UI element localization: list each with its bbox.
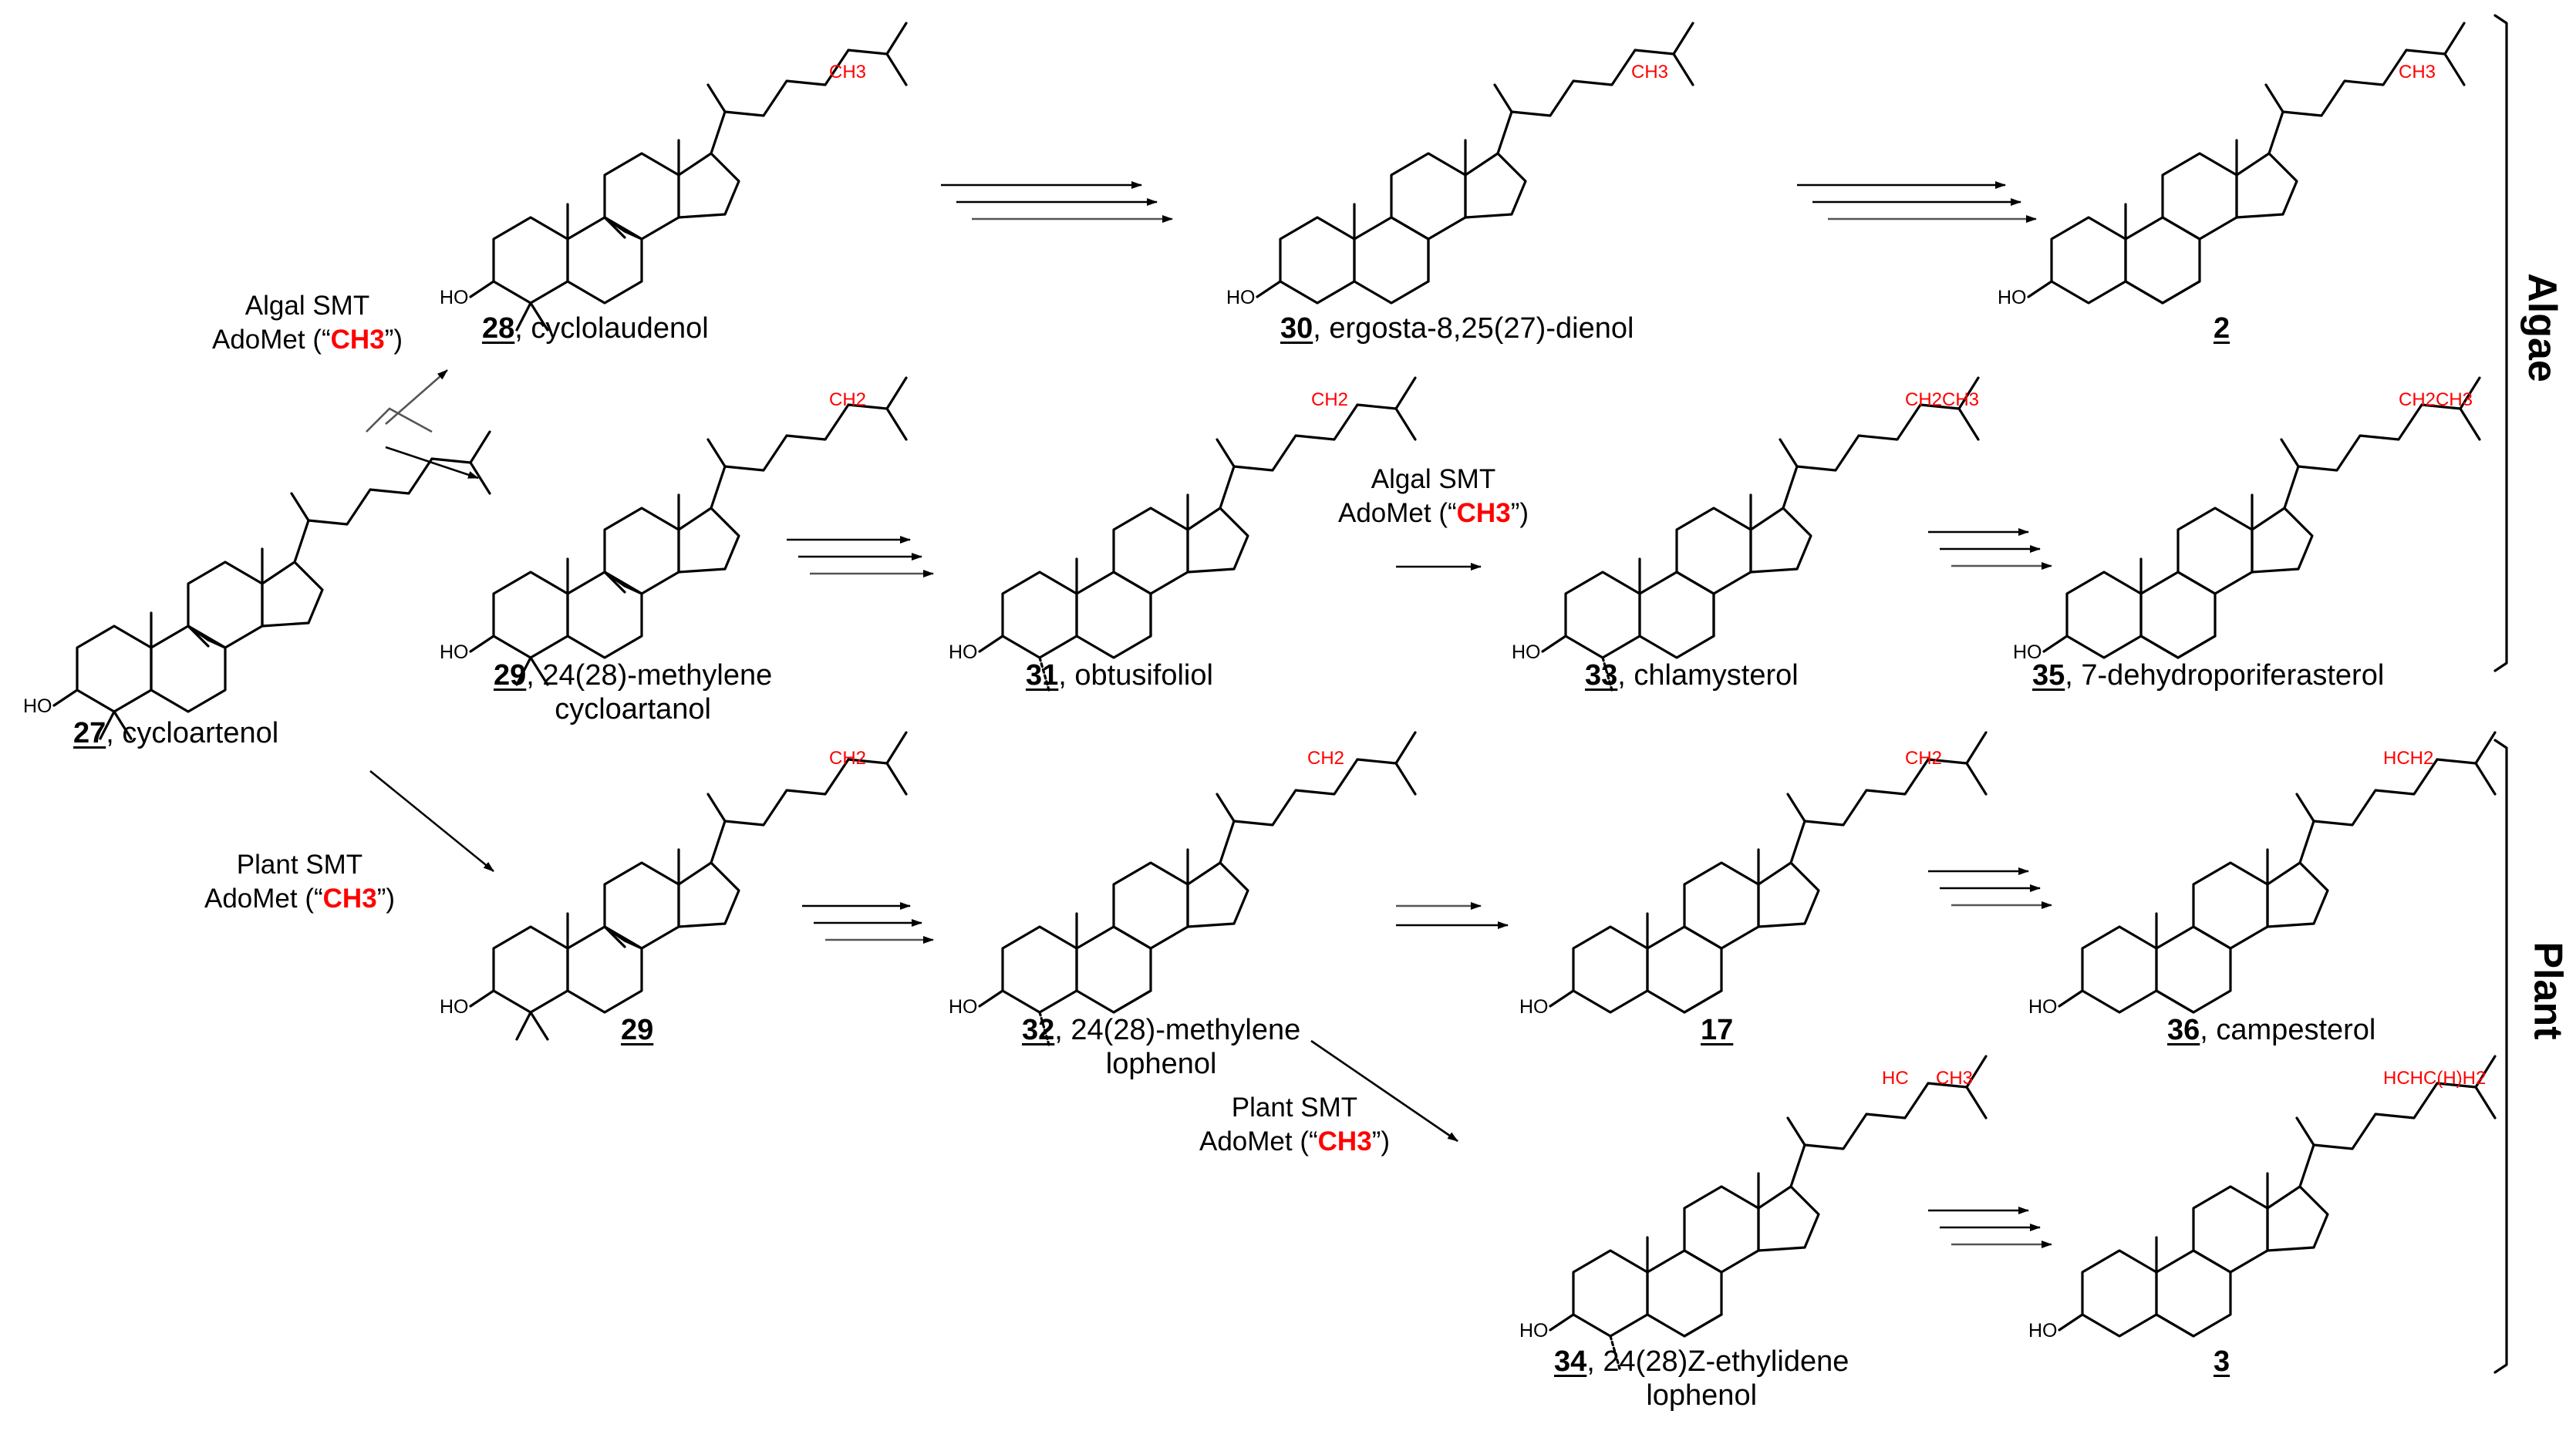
molecule-3 — [2058, 1055, 2497, 1338]
side-group-label: CH3 — [829, 62, 867, 82]
ho-label: HO — [1998, 287, 2027, 308]
section-label-algae: Algae — [2519, 273, 2564, 382]
label-compound-28: 28, cyclolaudenol — [482, 312, 709, 345]
side-group-label: CH2 — [829, 389, 867, 410]
ho-label: HO — [1512, 641, 1541, 663]
arrow-27-to-28 — [385, 369, 448, 425]
molecule-31 — [978, 376, 1417, 692]
molecule-32 — [978, 731, 1417, 1046]
molecule-2 — [2027, 22, 2466, 305]
molecule-35 — [2042, 376, 2481, 659]
bracket-plant — [2493, 739, 2508, 1374]
ho-label: HO — [23, 695, 52, 717]
label-compound-2: 2 — [2214, 312, 2230, 345]
ho-label: HO — [949, 996, 978, 1018]
molecule-34 — [1549, 1055, 1988, 1370]
side-group-label: CH2 — [1311, 389, 1349, 410]
arrow-27-to-29b — [369, 769, 494, 873]
arrow-32-to-34 — [1310, 1039, 1458, 1143]
ho-label: HO — [440, 996, 469, 1018]
label-compound-3: 3 — [2214, 1345, 2230, 1378]
molecule-36 — [2058, 731, 2497, 1014]
label-compound-31: 31, obtusifoliol — [1026, 659, 1213, 692]
ho-label: HO — [440, 641, 469, 663]
label-compound-27: 27, cycloartenol — [73, 717, 279, 749]
side-group-label: CH3 — [1631, 62, 1669, 82]
ho-label: HO — [2013, 641, 2042, 663]
molecule-30 — [1256, 22, 1694, 305]
ho-label: HO — [440, 287, 469, 308]
label-compound-35: 35, 7-dehydroporiferasterol — [2032, 659, 2385, 692]
ho-label: HO — [1226, 287, 1256, 308]
ho-label: HO — [949, 641, 978, 663]
ho-label: HO — [2028, 996, 2058, 1018]
ho-label: HO — [2028, 1320, 2058, 1342]
bracket-algae — [2493, 14, 2508, 672]
label-compound-33: 33, chlamysterol — [1585, 659, 1799, 692]
molecule-27 — [52, 430, 491, 740]
side-group-label: CH2 — [829, 748, 867, 769]
side-group-label: HC — [1882, 1068, 1909, 1089]
ho-label: HO — [1519, 996, 1549, 1018]
label-compound-17: 17 — [1701, 1014, 1734, 1046]
molecule-28 — [469, 22, 908, 332]
molecule-17 — [1549, 731, 1988, 1014]
side-group-label: CH3 — [2399, 62, 2436, 82]
side-group-label: CH2CH3 — [1905, 389, 1980, 410]
side-group-label: CH2 — [1905, 748, 1943, 769]
ho-label: HO — [1519, 1320, 1549, 1342]
arrow-27-to-29a — [385, 446, 479, 480]
molecule-29-bottom — [469, 731, 908, 1041]
molecule-29-top — [469, 376, 908, 686]
side-group-label: HCHC(H)H2 — [2383, 1068, 2487, 1089]
label-compound-29: 29 — [621, 1014, 654, 1046]
molecule-33 — [1541, 376, 1980, 692]
label-compound-36: 36, campesterol — [2167, 1014, 2376, 1046]
label-compound-30: 30, ergosta-8,25(27)-dienol — [1280, 312, 1634, 345]
arrow-branch — [366, 407, 433, 433]
side-group-label: CH2 — [1307, 748, 1345, 769]
side-group-label: HCH2 — [2383, 748, 2434, 769]
section-label-plant: Plant — [2525, 941, 2571, 1040]
side-group-label: CH2CH3 — [2399, 389, 2473, 410]
side-group-label: CH3 — [1936, 1068, 1974, 1089]
